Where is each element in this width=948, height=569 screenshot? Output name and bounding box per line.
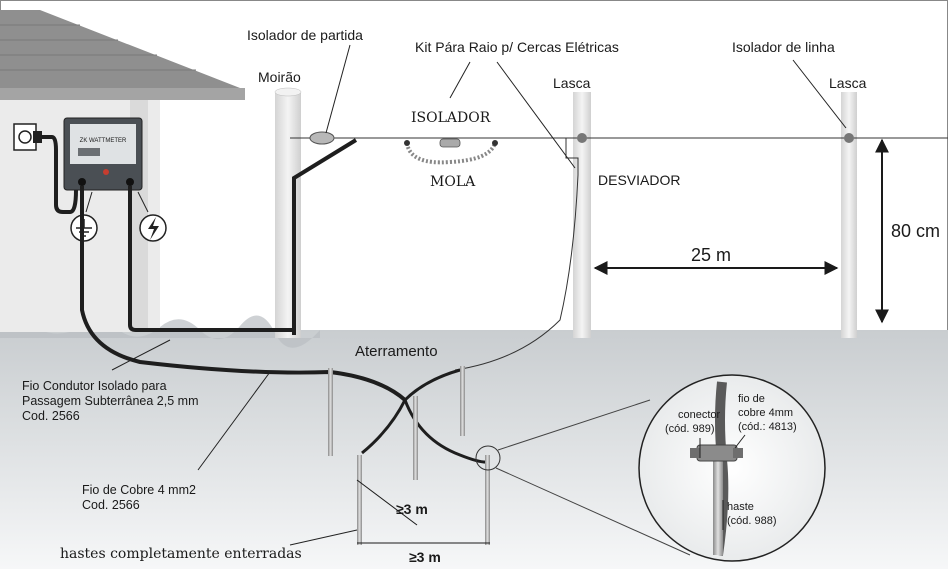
label-kit-para-raio: Kit Pára Raio p/ Cercas Elétricas [415,39,619,55]
ground-terminal [78,178,86,186]
detail-line-bottom [495,467,691,556]
lasca-post-1 [573,92,591,338]
label-conector: conector (cód. 989) [665,409,721,435]
power-cord [40,135,78,214]
label-fio-de-cobre-detail: fio de cobre 4mm (cód.: 4813) [738,393,797,433]
svg-text:Fio Condutor Isolado para: Fio Condutor Isolado para [22,379,167,393]
roof-gutter [0,88,245,100]
roof-shingles [0,24,196,71]
desviador-ground-wire [454,174,579,371]
label-isolador-linha: Isolador de linha [732,39,835,55]
isolador-linha [844,133,854,143]
power-outlet-icon [13,123,42,151]
lightning-icon [137,191,167,242]
house-roof [0,10,240,88]
svg-text:Cod. 2566: Cod. 2566 [82,498,140,512]
detail-line-top [497,399,651,451]
ground-cable [80,186,407,402]
ground-link-b [361,399,407,455]
label-lasca-1: Lasca [553,75,591,91]
fence-terminal [126,178,134,186]
label-spacing-b: ≥3 m [409,549,441,565]
rod-1 [328,368,333,456]
svg-text:Fio de Cobre 4 mm2: Fio de Cobre 4 mm2 [82,483,196,497]
label-isolador: ISOLADOR [411,110,491,126]
leader-lines [111,44,847,546]
indicator-led [103,169,109,175]
label-haste: haste (cód. 988) [727,501,777,527]
rod-3 [413,396,418,480]
energizer-device: ZK WATTMETER [63,117,143,191]
svg-text:cobre 4mm: cobre 4mm [738,407,793,419]
moirao-post [274,87,302,338]
spacing-line-a [356,479,418,526]
svg-text:haste: haste [727,501,754,513]
svg-text:fio de: fio de [738,393,765,405]
label-desviador: DESVIADOR [598,172,680,188]
label-25m: 25 m [691,245,731,265]
svg-text:(cód. 989): (cód. 989) [665,423,715,435]
kit-isolador [439,138,461,148]
svg-text:conector: conector [678,409,721,421]
ground-link-a [403,368,461,402]
svg-text:(cód. 988): (cód. 988) [727,515,777,527]
rod-4 [357,455,362,545]
isolador-partida [301,131,335,145]
label-80cm: 80 cm [891,221,940,241]
rod-2 [460,366,465,436]
label-isolador-partida: Isolador de partida [247,27,363,43]
mola-spring [405,142,497,165]
detail-connector [690,444,743,462]
label-lasca-2: Lasca [829,75,867,91]
label-fio-condutor: Fio Condutor Isolado para Passagem Subte… [22,379,198,423]
detail-zoom [638,374,826,562]
grounding-rods [328,366,490,545]
label-spacing-a: ≥3 m [396,501,428,517]
detail-marker [475,445,501,471]
rod-5 [485,455,490,545]
underground-cable [128,186,292,332]
svg-text:Cod. 2566: Cod. 2566 [22,409,80,423]
energizer-brand: ZK WATTMETER [80,138,127,144]
kit-para-raio [404,138,498,165]
svg-text:(cód.: 4813): (cód.: 4813) [738,421,797,433]
label-fio-cobre: Fio de Cobre 4 mm2 Cod. 2566 [82,483,196,512]
start-cable [292,138,358,335]
lasca-insulator-1 [577,133,587,143]
label-hastes: hastes completamente enterradas [60,546,302,562]
detail-rod [713,445,723,555]
desviador-device [565,137,579,175]
label-moirao: Moirão [258,69,301,85]
svg-text:Passagem Subterrânea 2,5 mm: Passagem Subterrânea 2,5 mm [22,394,198,408]
label-mola: MOLA [430,174,476,190]
lasca-post-2 [841,92,857,338]
label-aterramento: Aterramento [355,343,438,360]
